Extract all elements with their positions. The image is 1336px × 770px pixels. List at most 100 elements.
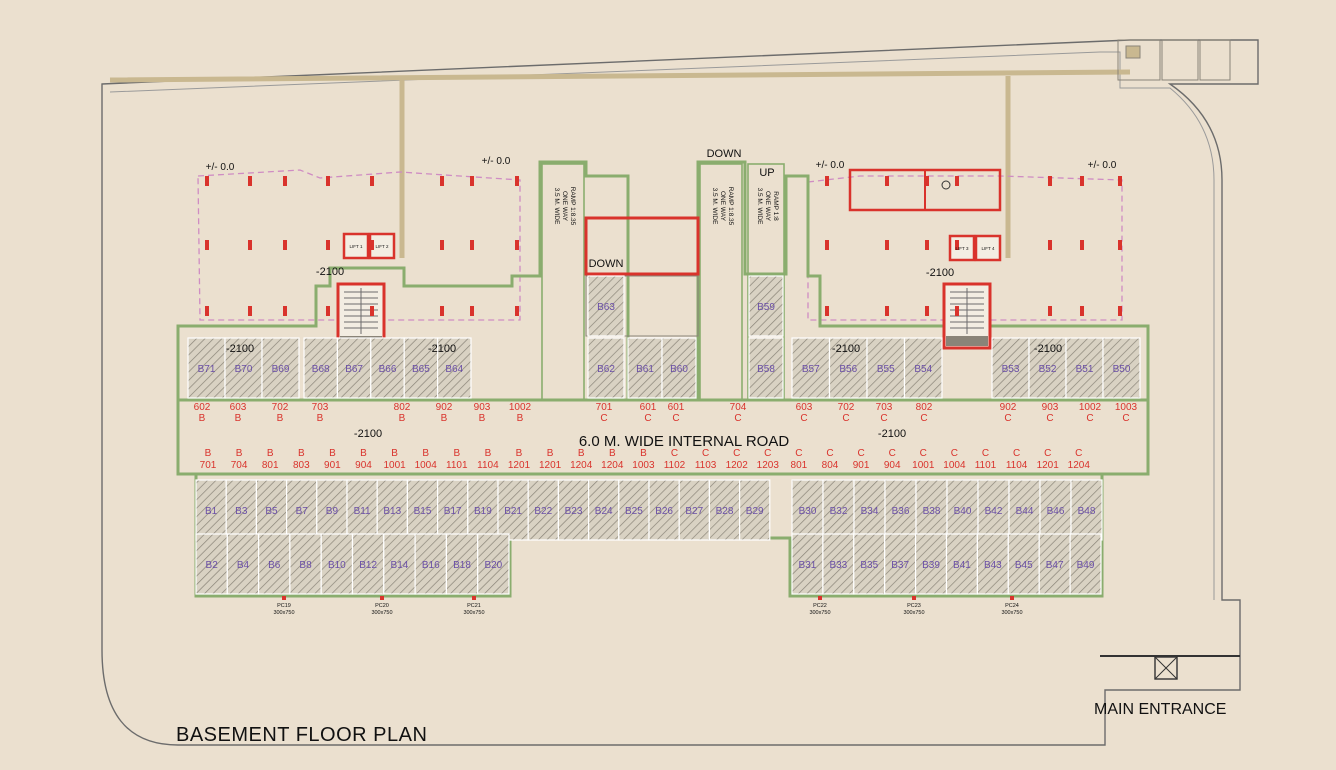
- stall-label: B40: [954, 506, 972, 517]
- flat-tag-number: 603: [230, 402, 247, 413]
- ramp-lanes: [541, 163, 785, 401]
- stall-label: B14: [391, 560, 409, 571]
- flat-tag-wing: B: [317, 413, 324, 424]
- flat-tag-wing: B: [422, 448, 429, 459]
- stall-label: B16: [422, 560, 440, 571]
- column: [205, 240, 209, 250]
- flat-tag-wing: C: [842, 413, 849, 424]
- flat-tag-number: 1101: [975, 460, 997, 471]
- parking-stall: [1069, 533, 1102, 595]
- parking-stall: [853, 479, 886, 541]
- flat-tag-number: 1104: [1006, 460, 1028, 471]
- stall-label: B49: [1077, 560, 1095, 571]
- parking-stall: [403, 337, 439, 399]
- flat-tag-number: 803: [293, 460, 310, 471]
- stall-label: B70: [235, 364, 253, 375]
- column: [1048, 176, 1052, 186]
- flat-tag-wing: B: [485, 448, 492, 459]
- stall-label: B34: [861, 506, 879, 517]
- column: [326, 176, 330, 186]
- parking-stall: [195, 533, 228, 595]
- ramp-text: ONE WAY: [764, 191, 771, 222]
- flat-tag-number: 702: [272, 402, 289, 413]
- column: [205, 176, 209, 186]
- stall-label: B32: [830, 506, 848, 517]
- plan-title: BASEMENT FLOOR PLAN: [176, 724, 428, 746]
- flat-tag-number: 1102: [664, 460, 686, 471]
- stall-label: B64: [445, 364, 463, 375]
- column: [1118, 176, 1122, 186]
- basement-walls: [176, 160, 1150, 598]
- flat-tag-number: 901: [324, 460, 341, 471]
- flat-tag-number: 1201: [539, 460, 562, 471]
- stall-label: B19: [474, 506, 492, 517]
- basement-level-label: -2100: [878, 428, 906, 440]
- stall-label: B24: [595, 506, 613, 517]
- column: [885, 306, 889, 316]
- stall-label: B31: [799, 560, 817, 571]
- flat-tag-wing: C: [702, 448, 709, 459]
- inner-boundary: [109, 51, 1215, 600]
- flat-tag-wing: C: [920, 448, 927, 459]
- bottom-column: [1010, 596, 1014, 600]
- parking-stall: [748, 275, 784, 337]
- bottom-column: [912, 596, 916, 600]
- parking-stall: [1028, 337, 1067, 399]
- basement-level-label: -2100: [226, 343, 254, 355]
- stall-label: B33: [829, 560, 847, 571]
- parking-stall: [991, 337, 1030, 399]
- flat-tag-wing: C: [1004, 413, 1011, 424]
- flat-tag-number: 903: [474, 402, 491, 413]
- main-entrance-label: MAIN ENTRANCE: [1094, 701, 1227, 718]
- stall-label: B51: [1076, 364, 1094, 375]
- flat-tag-number: 1101: [446, 460, 468, 471]
- parking-stall: [261, 337, 300, 399]
- flat-tag-number: 1202: [726, 460, 749, 471]
- parking-stall: [351, 533, 385, 595]
- stall-label: B58: [757, 364, 775, 375]
- column: [825, 176, 829, 186]
- stall-label: B69: [272, 364, 290, 375]
- stall-label: B54: [914, 364, 932, 375]
- column: [955, 306, 959, 316]
- stall-label: B59: [757, 302, 775, 313]
- flat-tag-number: 1001: [912, 460, 935, 471]
- column: [955, 240, 959, 250]
- ramp-text: RAMP 1:8: [772, 191, 779, 221]
- column-size: 300x750: [1001, 610, 1022, 616]
- stair-core-right: [942, 282, 992, 350]
- flat-tag-number: 1004: [415, 460, 438, 471]
- column: [515, 306, 519, 316]
- stall-label: B45: [1015, 560, 1033, 571]
- stall-label: B50: [1113, 364, 1131, 375]
- column: [205, 306, 209, 316]
- parking-stall: [226, 533, 260, 595]
- parking-stall: [258, 533, 291, 595]
- column-id: PC20: [375, 603, 389, 609]
- parking-stall: [1008, 479, 1041, 541]
- stall-label: B13: [383, 506, 401, 517]
- parking-stall: [414, 533, 448, 595]
- column: [925, 240, 929, 250]
- parking-stall: [1065, 337, 1104, 399]
- flat-tag-wing: C: [880, 413, 887, 424]
- flat-tag-number: 704: [231, 460, 248, 471]
- stall-label: B2: [206, 560, 219, 571]
- lift-boxes: [342, 232, 1002, 262]
- stall-label: B10: [328, 560, 346, 571]
- flat-tag-number: 1103: [695, 460, 717, 471]
- stall-label: B41: [953, 560, 971, 571]
- column: [1048, 240, 1052, 250]
- parking-stall: [1007, 533, 1040, 595]
- flat-tag-wing: C: [826, 448, 833, 459]
- parking-stall: [370, 337, 405, 399]
- flat-tag-wing: C: [795, 448, 802, 459]
- flat-tag-wing: B: [640, 448, 647, 459]
- flat-tag-number: 1001: [383, 460, 406, 471]
- flat-tag-number: 904: [355, 460, 372, 471]
- stall-label: B7: [296, 506, 309, 517]
- flat-tag-number: 804: [822, 460, 839, 471]
- column-id: PC21: [467, 603, 481, 609]
- stall-label: B66: [379, 364, 397, 375]
- ramp-down-label: DOWN: [707, 148, 742, 160]
